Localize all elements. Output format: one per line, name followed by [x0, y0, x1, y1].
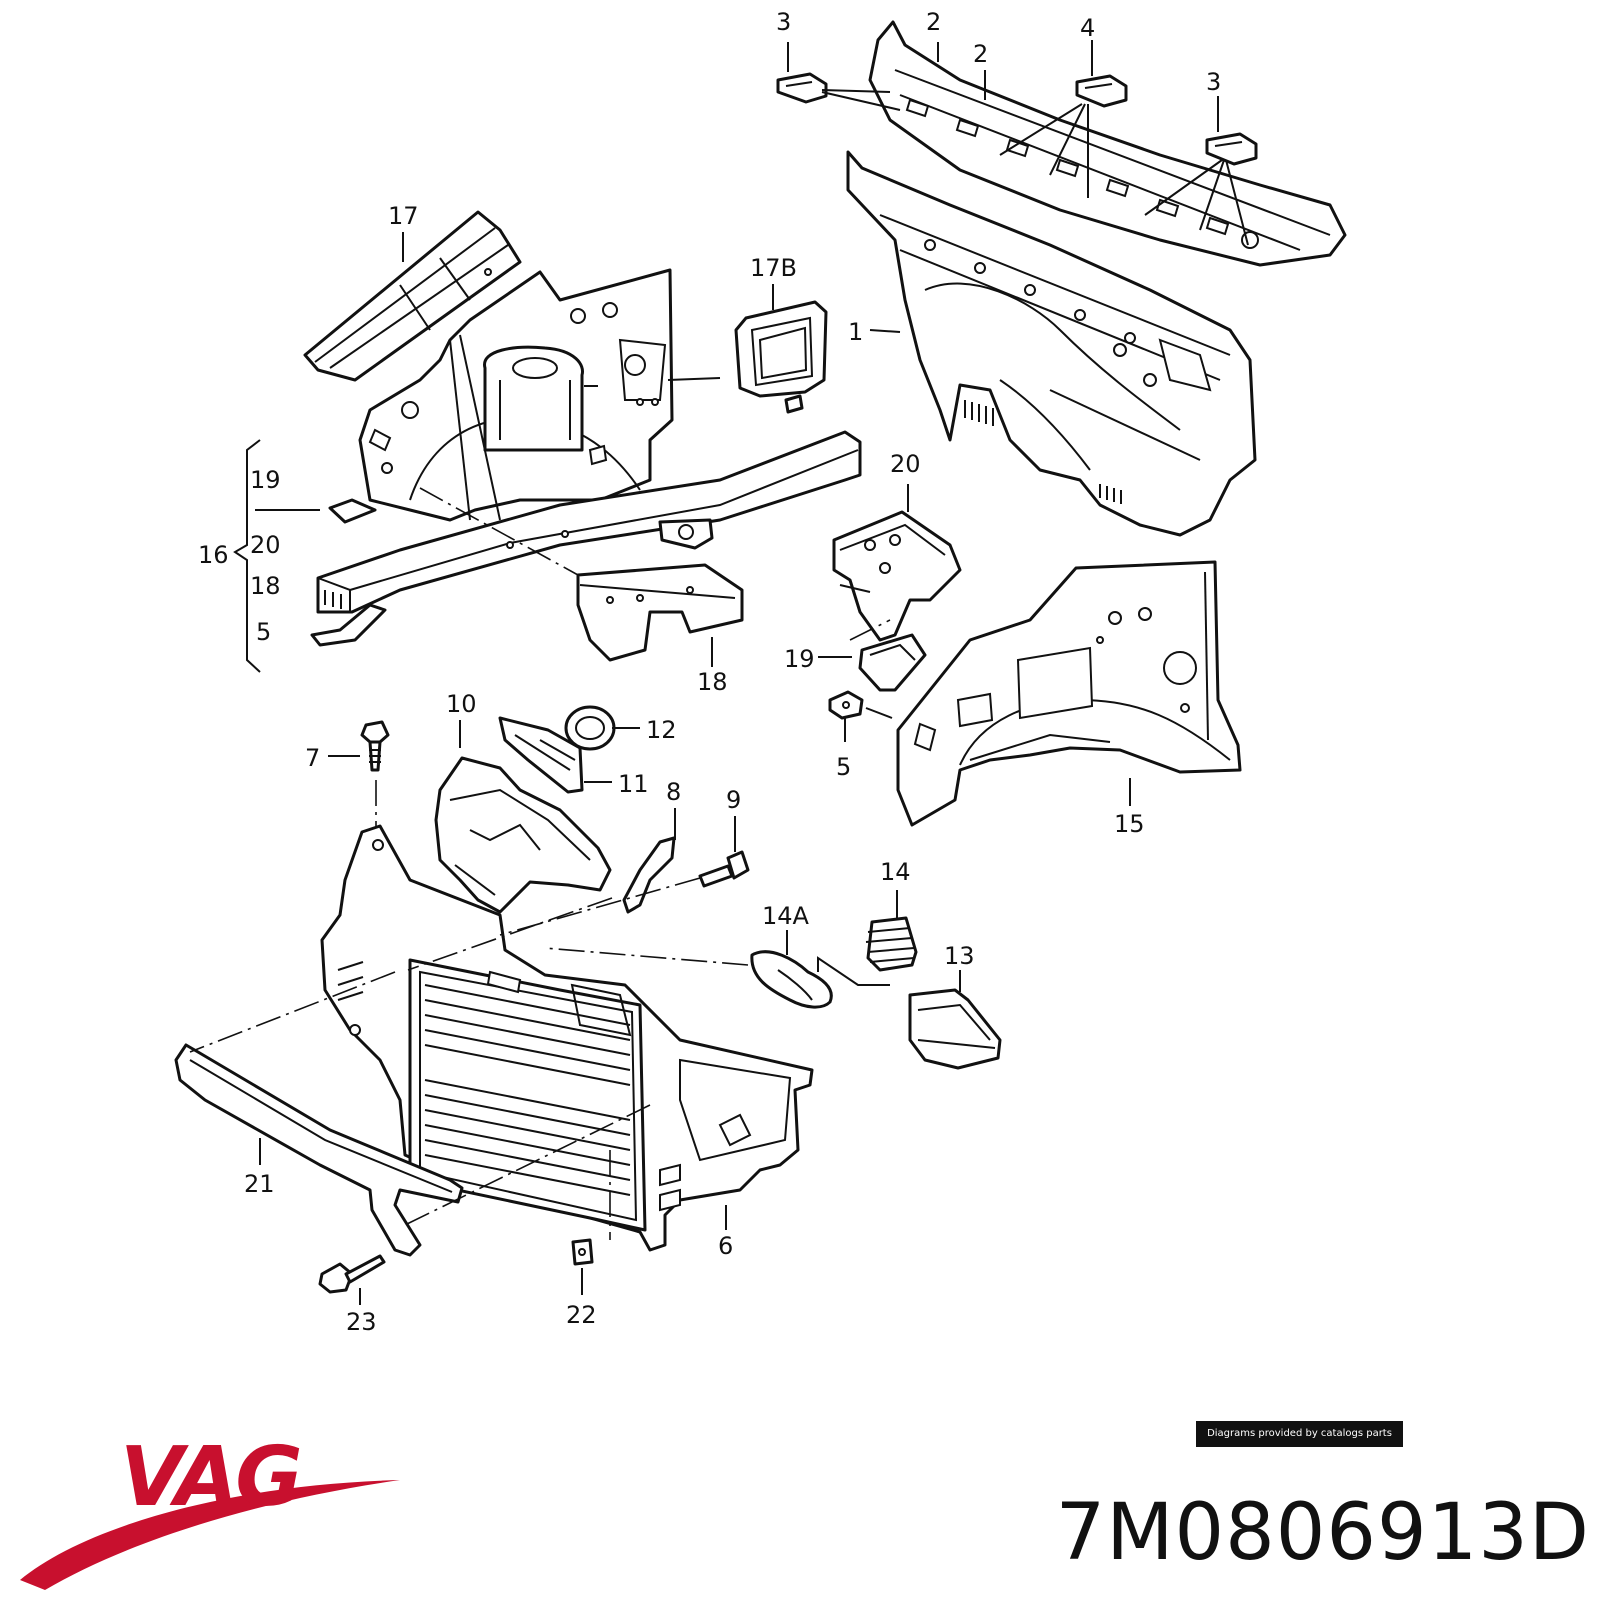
- callout-9: 9: [726, 786, 741, 814]
- part-bolt-23: [318, 1254, 386, 1294]
- callout-3-left: 3: [776, 8, 791, 36]
- part-cowl-panel: [868, 20, 1347, 267]
- callout-19-group: 19: [250, 466, 281, 494]
- part-wheelhouse-left: [358, 268, 674, 522]
- callout-14A: 14A: [762, 902, 810, 930]
- part-longitudinal-member: [310, 430, 862, 647]
- part-bulkhead: [846, 150, 1257, 537]
- part-hose-14A: [750, 950, 833, 1009]
- part-gasket-12: [564, 705, 616, 751]
- callout-4: 4: [1080, 14, 1095, 42]
- callout-18: 18: [697, 668, 728, 696]
- callout-1: 1: [848, 318, 863, 346]
- part-air-duct-10: [434, 756, 612, 914]
- part-bellows-14: [865, 916, 918, 972]
- callout-6: 6: [718, 1232, 733, 1260]
- assembly-lines: [189, 487, 891, 1240]
- callout-18-group: 18: [250, 572, 281, 600]
- callout-12: 12: [646, 716, 677, 744]
- callout-17: 17: [388, 202, 419, 230]
- part-bracket-5: [828, 690, 864, 720]
- callout-17B: 17B: [750, 254, 797, 282]
- part-air-intake-13: [908, 988, 1002, 1070]
- part-clip-nut-22: [571, 1238, 594, 1266]
- callout-11: 11: [618, 770, 649, 798]
- part-seal-frame: [734, 300, 828, 414]
- part-bracket-8: [622, 836, 676, 914]
- part-gusset-19: [858, 633, 927, 692]
- callout-15: 15: [1114, 810, 1145, 838]
- part-lower-cross-member: [174, 1043, 464, 1257]
- part-clip-3-left: [776, 72, 828, 104]
- callout-2-second: 2: [973, 40, 988, 68]
- callout-21: 21: [244, 1170, 275, 1198]
- part-upper-rail: [303, 210, 522, 382]
- part-number: 7M0806913D: [1055, 1488, 1590, 1578]
- callout-20-group: 20: [250, 531, 281, 559]
- part-bracket-18: [576, 563, 744, 662]
- callout-5-group: 5: [256, 618, 271, 646]
- logo-wordmark: VAG: [120, 1440, 300, 1525]
- callout-5: 5: [836, 753, 851, 781]
- part-clip-3-right: [1205, 132, 1258, 166]
- callout-labels: 3 2 2 4 3 1 17 17B 19 16 20 18 5 18 20 1…: [198, 8, 1221, 1336]
- callout-3-right: 3: [1206, 68, 1221, 96]
- callout-22: 22: [566, 1301, 597, 1329]
- callout-10: 10: [446, 690, 477, 718]
- callout-7: 7: [305, 744, 320, 772]
- callout-2-top: 2: [926, 8, 941, 36]
- callout-16: 16: [198, 541, 229, 569]
- logo-swoosh: [20, 1480, 400, 1590]
- part-bolt-9: [698, 850, 750, 888]
- part-bracket-20: [832, 510, 962, 642]
- part-clip-4: [1075, 74, 1128, 108]
- part-wheelhouse-right: [896, 560, 1242, 827]
- diagram-credit-badge: Diagrams provided by catalogs parts: [1196, 1421, 1403, 1447]
- vag-logo: VAG: [20, 1440, 400, 1590]
- callout-13: 13: [944, 942, 975, 970]
- callout-8: 8: [666, 778, 681, 806]
- callout-23: 23: [346, 1308, 377, 1336]
- leader-lines: [233, 40, 1249, 1305]
- callout-14: 14: [880, 858, 911, 886]
- part-bolt-7: [360, 720, 390, 772]
- callout-20: 20: [890, 450, 921, 478]
- callout-19: 19: [784, 645, 815, 673]
- part-air-duct-11: [498, 716, 584, 794]
- part-front-carrier: [320, 824, 814, 1252]
